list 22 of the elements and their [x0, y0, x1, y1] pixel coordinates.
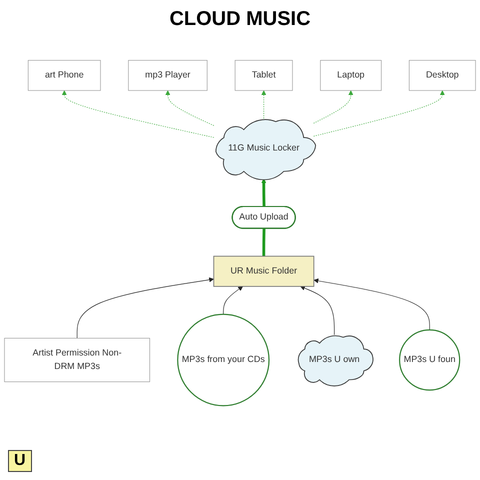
node-box: art Phone: [28, 60, 101, 91]
arrow: [165, 90, 214, 126]
arrow: [300, 286, 335, 336]
node-box: Laptop: [320, 60, 382, 91]
node-box: mp3 Player: [128, 60, 208, 91]
connector: [262, 228, 266, 256]
arrow: [313, 90, 445, 136]
tile-label: U: [8, 450, 32, 472]
title: CLOUD MUSIC: [168, 8, 312, 31]
arrow: [314, 278, 430, 330]
arrow: [261, 178, 266, 207]
arrow: [223, 286, 243, 315]
arrow: [76, 277, 214, 338]
arrow: [261, 90, 266, 119]
node-box: Desktop: [408, 60, 476, 91]
node-box: UR Music Folder: [213, 256, 314, 287]
arrow: [62, 90, 214, 138]
node-box: Tablet: [234, 60, 293, 91]
arrow: [313, 90, 354, 124]
node-circle: MP3s U foun: [399, 329, 460, 391]
node-circle: MP3s from your CDs: [177, 314, 270, 406]
node-box: Artist Permission Non-DRM MP3s: [4, 338, 150, 382]
